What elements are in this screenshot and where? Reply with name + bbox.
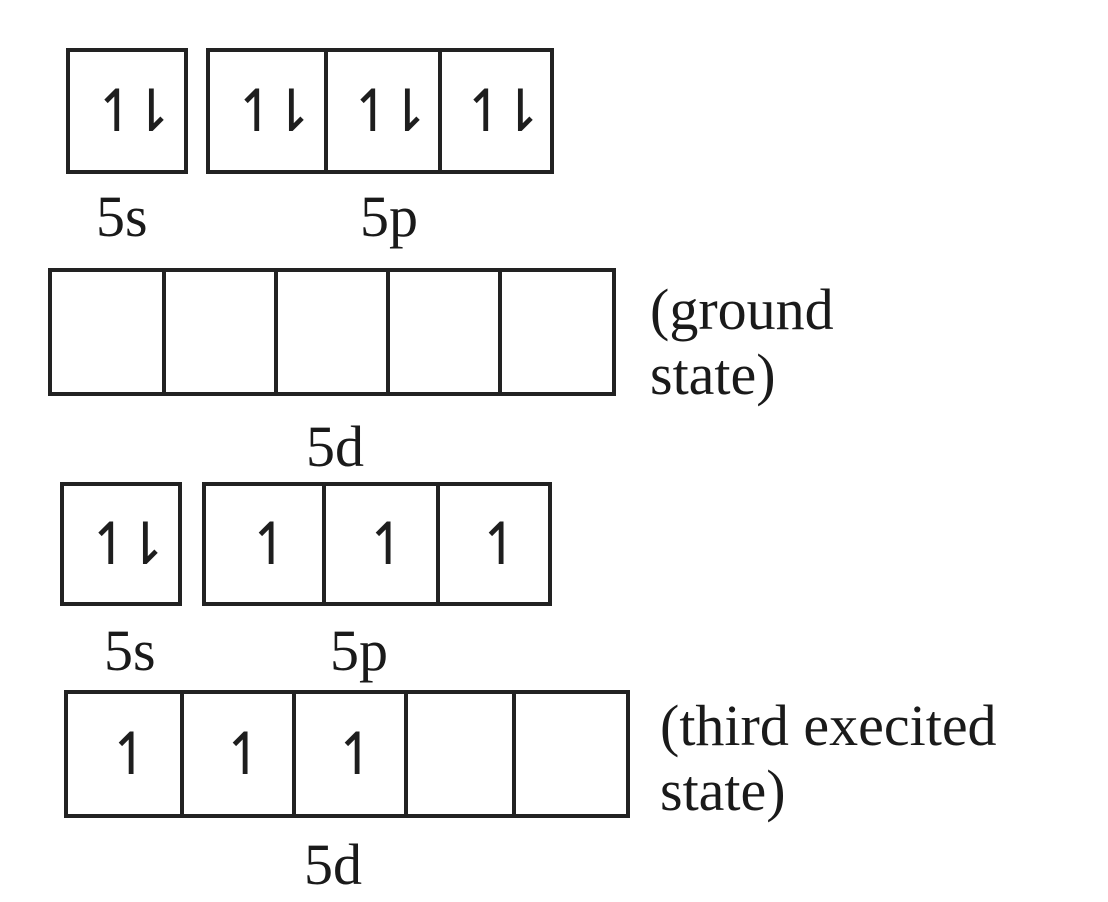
ground-5p-label: 5p — [360, 184, 418, 249]
excited-5p-orbital-box: ↿ — [476, 510, 526, 578]
ground-5d-orbital-box — [52, 272, 166, 392]
ground-5d-orbital-box — [166, 272, 278, 392]
excited-state-line: state) — [660, 757, 786, 823]
ground-5s-orbital-group: ↿⇂ — [66, 48, 188, 174]
ground-state-line: (ground — [650, 277, 834, 342]
ground-5d-orbital-box — [502, 272, 612, 392]
excited-state-line: (third execited — [660, 693, 997, 758]
excited-5d-label: 5d — [304, 832, 362, 897]
excited-5d-orbital-box — [408, 694, 516, 814]
ground-5d-orbital-box — [390, 272, 502, 392]
excited-5d-orbital-box: ↿ — [184, 694, 296, 814]
excited-5s-orbital-box: ↿⇂ — [86, 510, 169, 578]
excited-5d-orbital-box: ↿ — [296, 694, 408, 814]
ground-5s-orbital-box: ↿⇂ — [92, 77, 175, 145]
excited-5s-orbital-group: ↿⇂ — [60, 482, 182, 606]
excited-5d-orbital-box — [516, 694, 626, 814]
ground-5p-orbital-box: ↿⇂ — [210, 52, 328, 170]
excited-5s-label: 5s — [104, 618, 156, 683]
ground-5p-orbital-box: ↿⇂ — [328, 52, 442, 170]
ground-5d-orbital-group — [48, 268, 616, 396]
excited-5p-orbital-group: ↿ ↿ ↿ — [202, 482, 552, 606]
ground-5p-orbital-group: ↿⇂ ↿⇂ ↿⇂ — [206, 48, 554, 174]
ground-state-label: (ground state) — [650, 277, 834, 408]
ground-state-line: state) — [650, 341, 776, 407]
ground-5d-orbital-box — [278, 272, 390, 392]
ground-5d-label: 5d — [306, 414, 364, 479]
excited-state-label: (third execited state) — [660, 693, 997, 824]
excited-5d-orbital-group: ↿ ↿ ↿ — [64, 690, 630, 818]
ground-5s-label: 5s — [96, 184, 148, 249]
excited-5p-label: 5p — [330, 618, 388, 683]
excited-5d-orbital-box: ↿ — [68, 694, 184, 814]
excited-5p-orbital-box: ↿ — [206, 486, 326, 602]
excited-5p-orbital-box: ↿ — [326, 486, 440, 602]
ground-5p-orbital-box: ↿⇂ — [461, 77, 544, 145]
